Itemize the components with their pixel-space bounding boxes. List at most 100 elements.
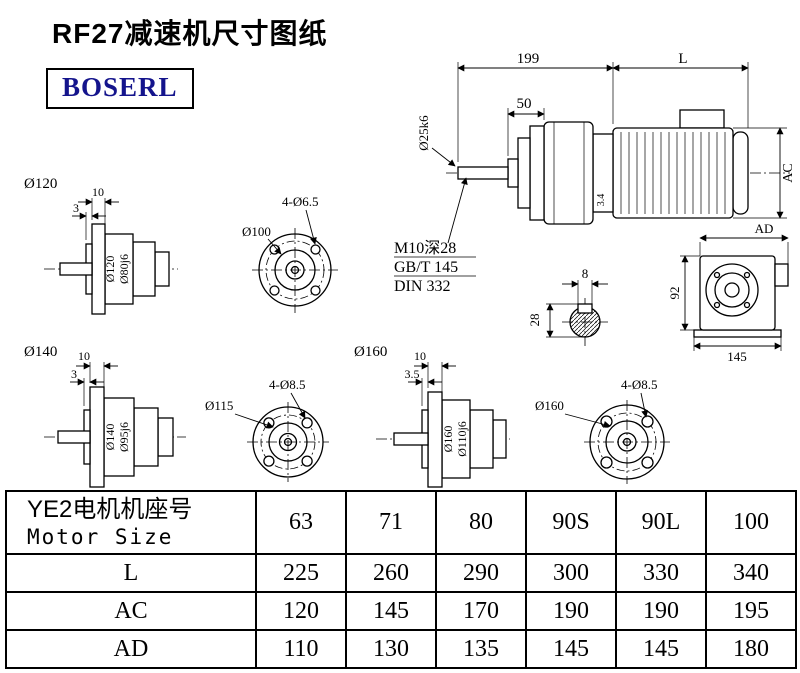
table-row-AC: AC 120 145 170 190 190 195	[5, 591, 797, 631]
shaft-section-outline	[562, 298, 608, 346]
motor-body	[612, 127, 734, 219]
flange-140-dimensions: 10 3 Ø140 Ø95j6	[70, 349, 131, 452]
flange-face-100-drawing: 4-Ø6.5 Ø100	[242, 194, 338, 313]
row-label-L: L	[5, 553, 257, 593]
holes-label: 4-Ø6.5	[282, 194, 318, 209]
motor-size-col-90S: 90S	[525, 490, 617, 555]
rear-view-outline	[693, 255, 789, 338]
flange-120-title: Ø120	[24, 176, 57, 192]
flange-120-dimensions: 10 3 Ø120 Ø80j6	[72, 185, 131, 284]
row-label-AD: AD	[5, 629, 257, 669]
rear-housing	[699, 255, 776, 331]
flange-plate	[89, 386, 105, 488]
value-AC-90L: 190	[615, 591, 707, 631]
flange-plate	[427, 391, 443, 488]
dim-shaft-dia: Ø25k6	[416, 115, 431, 151]
value-AD-63: 110	[255, 629, 347, 669]
row-label-AC: AC	[5, 591, 257, 631]
motor-size-table: YE2电机机座号 Motor Size 63 71 80 90S 90L 100…	[5, 490, 797, 669]
input-shaft	[59, 262, 93, 276]
flange-160-side-drawing: Ø160 10 3.5 Ø160 Ø110j6	[354, 344, 510, 488]
table-row-AD: AD 110 130 135 145 145 180	[5, 629, 797, 669]
value-AC-71: 145	[345, 591, 437, 631]
dim-L: L	[678, 51, 687, 67]
value-AC-80: 170	[435, 591, 527, 631]
value-AD-90S: 145	[525, 629, 617, 669]
dim-3-4: 3.4	[596, 194, 607, 207]
output-flange-inner	[517, 137, 531, 209]
dim-outer-dia: Ø140	[103, 424, 117, 451]
table-row-L: L 225 260 290 300 330 340	[5, 553, 797, 593]
flange-160-dimensions: 10 3.5 Ø160 Ø110j6	[405, 349, 470, 457]
value-L-63: 225	[255, 553, 347, 593]
value-AC-100: 195	[705, 591, 797, 631]
value-L-100: 340	[705, 553, 797, 593]
shaft-section-drawing: 8 28	[527, 266, 608, 346]
face-100-outline	[252, 228, 338, 313]
rear-view-dimensions: AD 92 145	[667, 221, 789, 364]
output-shaft	[457, 166, 509, 180]
value-AD-71: 130	[345, 629, 437, 669]
flange-120-outline	[44, 223, 178, 315]
shaft-collar	[507, 158, 519, 188]
dim-10: 10	[78, 349, 90, 363]
holes-label: 4-Ø8.5	[621, 377, 657, 392]
dim-92: 92	[667, 287, 682, 300]
value-AC-63: 120	[255, 591, 347, 631]
dim-3-5: 3.5	[405, 367, 420, 381]
holes-label: 4-Ø8.5	[269, 377, 305, 392]
face-115-outline	[247, 402, 329, 482]
assembly-outline	[446, 109, 790, 225]
dim-199: 199	[517, 51, 540, 67]
note-din: DIN 332	[394, 278, 450, 295]
value-L-90L: 330	[615, 553, 707, 593]
dim-outer-dia: Ø120	[103, 256, 117, 283]
dim-3: 3	[73, 201, 79, 215]
motor-size-col-100: 100	[705, 490, 797, 555]
rear-side-view-drawing: AD 92 145	[667, 221, 789, 364]
face-115-labels: 4-Ø8.5 Ø115	[205, 377, 305, 429]
dia-label: Ø100	[242, 224, 271, 239]
keyway-slot	[577, 303, 593, 314]
gear-housing	[543, 121, 594, 225]
motor-fan-cover	[732, 131, 749, 215]
dim-AD: AD	[755, 221, 774, 236]
flange-160-outline	[376, 391, 510, 488]
terminal-box	[679, 109, 725, 129]
note-gbt: GB/T 145	[394, 259, 458, 276]
mounting-base	[693, 329, 782, 338]
input-shaft	[57, 430, 91, 444]
input-shaft	[393, 432, 429, 446]
value-L-90S: 300	[525, 553, 617, 593]
face-160-labels: 4-Ø8.5 Ø160	[535, 377, 657, 428]
flange-face-160-drawing: 4-Ø8.5 Ø160	[535, 377, 670, 484]
dim-spigot-dia: Ø80j6	[117, 254, 131, 284]
assembly-dimensions: 199 L 50 Ø25k6 AC 3.4 M10深28 GB/T 145 DI…	[394, 51, 796, 295]
dim-28: 28	[527, 314, 542, 327]
main-assembly-drawing: 199 L 50 Ø25k6 AC 3.4 M10深28 GB/T 145 DI…	[394, 51, 796, 295]
dim-50: 50	[517, 96, 532, 112]
table-header-label-cell: YE2电机机座号 Motor Size	[5, 490, 257, 555]
motor-fins	[620, 132, 726, 214]
dim-145: 145	[727, 349, 747, 364]
shaft-section-dimensions: 8 28	[527, 266, 608, 338]
motor-size-col-80: 80	[435, 490, 527, 555]
value-AD-80: 135	[435, 629, 527, 669]
motor-size-col-71: 71	[345, 490, 437, 555]
dim-10: 10	[92, 185, 104, 199]
table-header-cn: YE2电机机座号	[27, 495, 193, 523]
page-title: RF27减速机尺寸图纸	[52, 18, 328, 49]
dia-label: Ø115	[205, 398, 233, 413]
flange-140-outline	[44, 386, 186, 488]
dim-AC: AC	[781, 163, 796, 182]
face-100-labels: 4-Ø6.5 Ø100	[242, 194, 318, 255]
output-flange-outer	[529, 125, 545, 221]
flange-face-115-drawing: 4-Ø8.5 Ø115	[205, 377, 329, 482]
dim-spigot-dia: Ø95j6	[117, 422, 131, 452]
motor-size-col-90L: 90L	[615, 490, 707, 555]
value-L-71: 260	[345, 553, 437, 593]
table-header-row: YE2电机机座号 Motor Size 63 71 80 90S 90L 100	[5, 490, 797, 555]
table-header-en: Motor Size	[27, 524, 174, 549]
value-AD-90L: 145	[615, 629, 707, 669]
